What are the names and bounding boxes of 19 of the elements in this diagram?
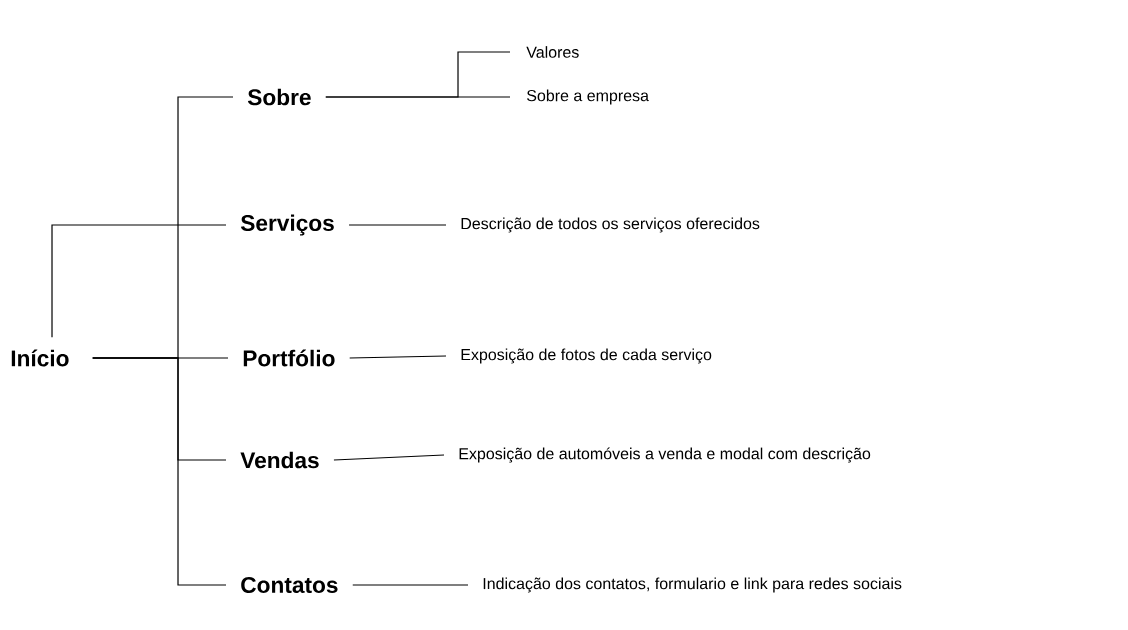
page-description: Exposição de automóveis a venda e modal com descrição bbox=[459, 447, 871, 463]
section-label: Vendas bbox=[240, 451, 319, 469]
section-label: Sobre bbox=[247, 88, 311, 106]
page-description: Sobre a empresa bbox=[527, 89, 649, 105]
page-description: Valores bbox=[526, 46, 579, 58]
connector-line bbox=[349, 355, 447, 359]
section-label: Portfólio bbox=[243, 349, 335, 367]
page-description: Exposição de fotos de cada serviço bbox=[461, 348, 712, 364]
connector-line bbox=[352, 584, 469, 586]
section-label: Serviços bbox=[240, 214, 334, 236]
section-label: Contatos bbox=[241, 576, 338, 594]
connector-line bbox=[51, 224, 227, 338]
connector-line bbox=[348, 224, 447, 226]
page-description: Indicação dos contatos, formulario e link para redes sociais bbox=[483, 577, 902, 593]
page-description: Descrição de todos os serviços oferecidos bbox=[461, 217, 760, 233]
root-label: Início bbox=[11, 349, 69, 367]
connector-line bbox=[333, 454, 445, 461]
connector-line bbox=[92, 357, 227, 586]
connector-line bbox=[325, 96, 511, 98]
